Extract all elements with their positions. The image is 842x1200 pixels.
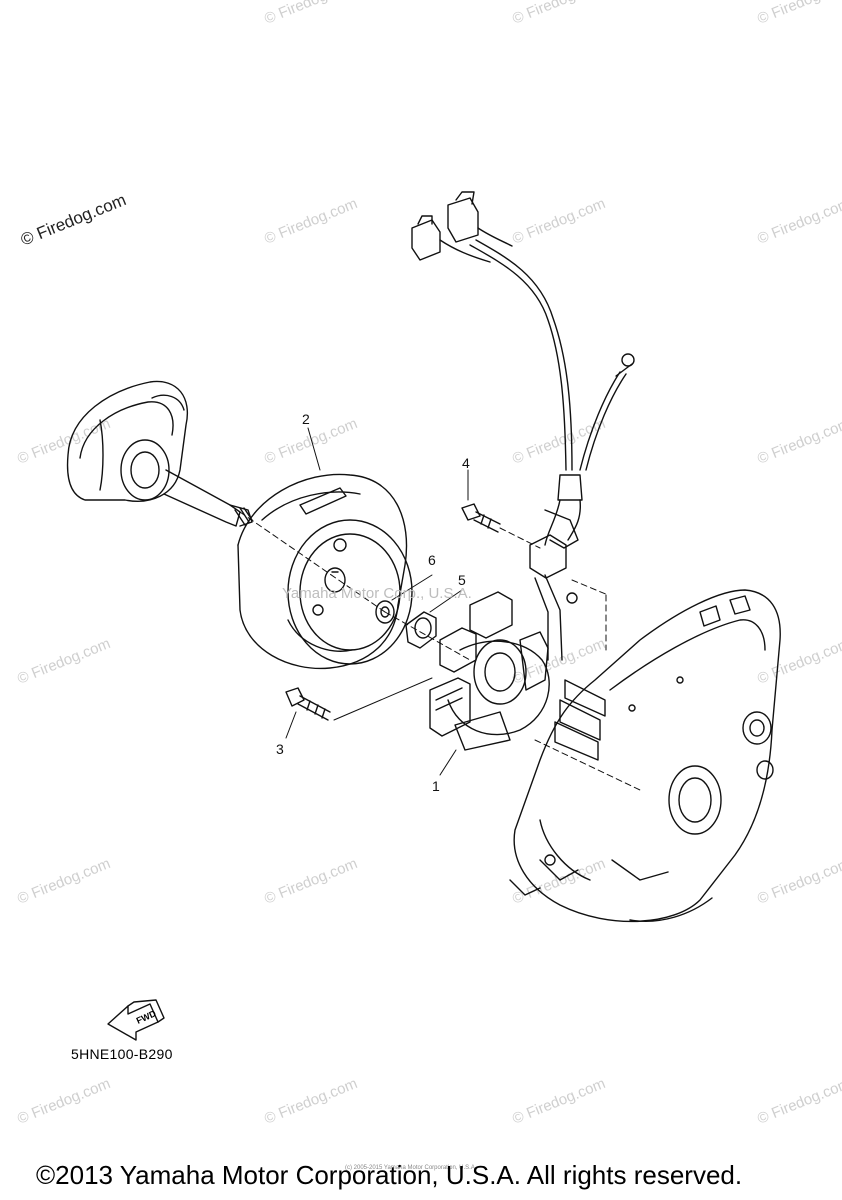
callout-6: 6 bbox=[428, 552, 436, 568]
crankshaft bbox=[66, 380, 253, 527]
callout-1: 1 bbox=[432, 778, 440, 794]
flywheel-rotor bbox=[237, 473, 413, 670]
stator-assembly bbox=[429, 591, 550, 751]
tiny-notice: (c) 2005-2015 Yamaha Motor Corporation, … bbox=[345, 1165, 477, 1171]
pickup-coil bbox=[529, 509, 579, 661]
center-watermark: Yamaha Motor Corp., U.S.A. bbox=[282, 585, 472, 602]
callout-3: 3 bbox=[276, 741, 284, 757]
bolt-pickup bbox=[461, 503, 501, 533]
callout-2: 2 bbox=[302, 411, 310, 427]
fwd-arrow-icon bbox=[107, 999, 165, 1041]
callout-5: 5 bbox=[458, 572, 466, 588]
leader-lines bbox=[285, 427, 469, 776]
crankcase-cover bbox=[509, 589, 781, 923]
assembly-lines bbox=[239, 511, 641, 791]
nut bbox=[405, 611, 437, 649]
washer bbox=[375, 600, 395, 624]
bolt-stator bbox=[285, 687, 331, 721]
callout-4: 4 bbox=[462, 455, 470, 471]
wire-harness bbox=[411, 191, 635, 546]
diagram-code: 5HNE100-B290 bbox=[71, 1046, 173, 1062]
copyright-notice: ©2013 Yamaha Motor Corporation, U.S.A. A… bbox=[36, 1160, 743, 1190]
